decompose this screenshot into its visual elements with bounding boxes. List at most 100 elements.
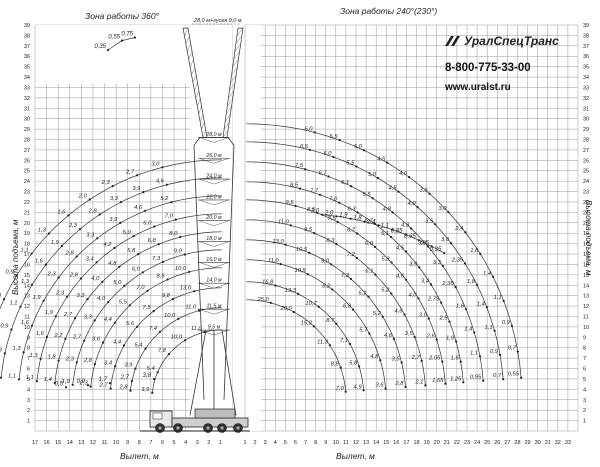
load-value: 0,8 bbox=[0, 293, 2, 299]
load-value: 11,0 bbox=[185, 305, 197, 311]
load-value: 1,9 bbox=[339, 213, 348, 219]
load-value: 5,8 bbox=[127, 248, 136, 254]
load-value: 2,1 bbox=[414, 379, 423, 385]
y-tick-label-right: 10 bbox=[583, 325, 589, 331]
load-point bbox=[165, 183, 168, 186]
load-value: 6,7 bbox=[318, 171, 327, 177]
y-tick-label-right: 14 bbox=[583, 283, 589, 289]
load-point bbox=[39, 357, 42, 360]
load-point bbox=[54, 315, 57, 318]
load-point bbox=[308, 251, 311, 254]
load-value: 9,5 bbox=[286, 200, 295, 206]
jib-lattice bbox=[197, 98, 201, 107]
x-tick-label-right: 15 bbox=[383, 440, 389, 446]
load-value: 3,3 bbox=[110, 196, 119, 202]
y-tick-label-left: 18 bbox=[24, 242, 30, 248]
load-point bbox=[123, 344, 126, 347]
load-point bbox=[316, 211, 319, 214]
load-value: 6,1 bbox=[365, 269, 373, 275]
x-tick-label-left: 10 bbox=[113, 440, 119, 446]
load-point bbox=[390, 292, 393, 295]
load-point bbox=[427, 317, 430, 320]
load-value: 4,6 bbox=[156, 179, 165, 185]
y-tick-label-right: 29 bbox=[583, 127, 589, 133]
boom-section-label: 28,0 м bbox=[205, 132, 222, 138]
load-point bbox=[336, 220, 339, 224]
load-value: 3,8 bbox=[143, 373, 152, 379]
y-tick-label-right: 9 bbox=[583, 335, 586, 341]
x-tick-label-left: 3 bbox=[196, 440, 199, 446]
load-point bbox=[136, 174, 139, 177]
load-point bbox=[384, 387, 387, 390]
load-point bbox=[161, 166, 164, 169]
x-tick-label-right: 30 bbox=[535, 440, 541, 446]
load-value: 0,95 bbox=[470, 375, 482, 381]
load-point bbox=[462, 381, 465, 384]
load-point bbox=[404, 278, 408, 281]
load-point bbox=[106, 48, 110, 52]
load-value: 3,4 bbox=[86, 256, 94, 262]
y-tick-label-right: 17 bbox=[583, 252, 589, 258]
load-value: 3,3 bbox=[84, 314, 93, 320]
load-point bbox=[363, 220, 366, 223]
load-value: 2,3 bbox=[47, 272, 57, 278]
load-point bbox=[86, 384, 90, 387]
load-point bbox=[284, 243, 287, 246]
load-value: 0,35 bbox=[430, 247, 442, 253]
load-value: 4,9 bbox=[354, 384, 363, 390]
load-value: 1,6 bbox=[21, 320, 30, 326]
x-tick-label-right: 18 bbox=[413, 440, 419, 446]
load-point bbox=[520, 376, 523, 379]
jib-lattice bbox=[189, 59, 194, 68]
y-tick-label-right: 16 bbox=[583, 262, 589, 268]
y-tick-label-right: 39 bbox=[583, 23, 589, 29]
y-tick-label-right: 35 bbox=[583, 65, 589, 71]
load-point bbox=[350, 185, 353, 188]
load-point bbox=[397, 190, 400, 193]
x-tick-label-left: 16 bbox=[44, 440, 50, 446]
x-tick-label-right: 7 bbox=[304, 440, 307, 446]
load-point bbox=[128, 304, 131, 307]
load-value: 1,9 bbox=[62, 379, 71, 385]
load-value: 0,7 bbox=[508, 346, 517, 352]
load-value: 13,3 bbox=[285, 288, 297, 294]
jib-lattice bbox=[198, 106, 202, 115]
jib-lattice bbox=[194, 82, 198, 91]
load-value: 1,25 bbox=[450, 376, 462, 382]
x-tick-label-right: 25 bbox=[484, 440, 490, 446]
load-point bbox=[498, 353, 502, 356]
load-value: 4,0 bbox=[97, 296, 106, 302]
y-tick-label-right: 24 bbox=[583, 179, 589, 185]
load-point bbox=[157, 243, 160, 246]
load-value: 1,9 bbox=[51, 240, 60, 246]
load-point bbox=[107, 300, 110, 304]
x-tick-label-right: 9 bbox=[324, 440, 327, 446]
load-value: 7,0 bbox=[329, 197, 338, 203]
load-value: 7,0 bbox=[165, 214, 174, 220]
load-value: 5,5 bbox=[346, 161, 355, 167]
jib-lattice bbox=[224, 113, 231, 122]
load-point bbox=[371, 197, 374, 200]
load-point bbox=[279, 263, 282, 266]
load-point bbox=[362, 389, 365, 392]
load-point bbox=[294, 204, 297, 208]
load-point bbox=[193, 290, 196, 293]
y-tick-label-left: 39 bbox=[24, 23, 30, 29]
x-tick-label-right: 33 bbox=[565, 440, 571, 446]
load-point bbox=[101, 280, 104, 283]
load-point bbox=[313, 131, 316, 134]
load-value: 2,3 bbox=[68, 223, 78, 229]
load-point bbox=[108, 382, 112, 385]
load-value: 11,3 bbox=[317, 339, 329, 345]
x-tick-label-right: 22 bbox=[454, 440, 460, 446]
boom-section-label: 20,0 м bbox=[205, 215, 222, 221]
y-tick-label-left: 10 bbox=[24, 325, 30, 331]
jib-lattice bbox=[228, 90, 235, 99]
load-value: 0,7 bbox=[493, 373, 502, 379]
load-value: 4,9 bbox=[383, 206, 392, 212]
load-value: 1,8 bbox=[48, 355, 57, 361]
load-point bbox=[57, 359, 60, 362]
load-point bbox=[136, 325, 139, 328]
truck-wheel-hub bbox=[220, 426, 224, 430]
